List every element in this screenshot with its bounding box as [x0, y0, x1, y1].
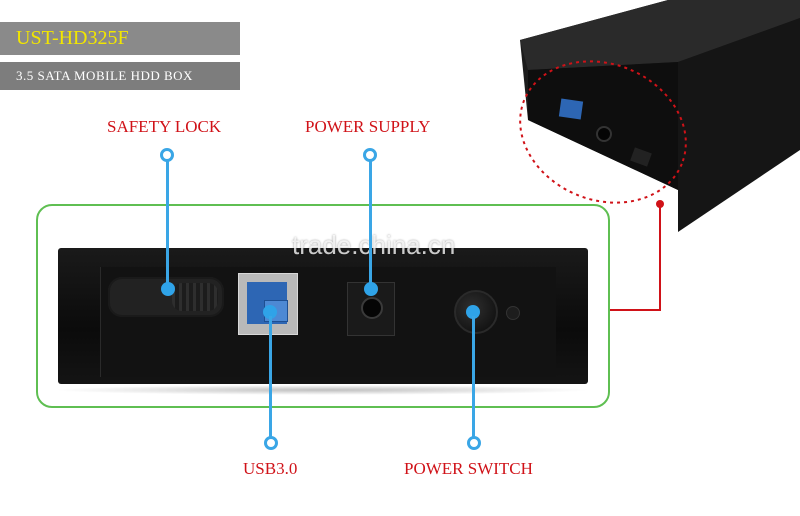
usb-port [238, 273, 298, 335]
device-shadow [52, 385, 592, 395]
safety-lock-ring [160, 148, 174, 162]
device-photo [519, 0, 800, 232]
usb-label: USB3.0 [243, 459, 298, 478]
usb-leader [269, 316, 272, 439]
power-switch-label: POWER SWITCH [404, 459, 533, 478]
watermark-text: trade.china.cn [292, 230, 456, 260]
safety-lock-dot [161, 282, 175, 296]
safety-lock-leader [166, 161, 169, 286]
power-supply-leader [369, 161, 372, 286]
model-title: UST-HD325F [0, 22, 240, 55]
product-description: 3.5 SATA MOBILE HDD BOX [0, 62, 240, 90]
power-supply-ring [363, 148, 377, 162]
led-indicator [506, 306, 520, 320]
lock-ridges [172, 283, 218, 311]
power-switch-leader [472, 316, 475, 439]
power-supply-label: POWER SUPPLY [305, 117, 431, 136]
safety-lock-label: SAFETY LOCK [107, 117, 222, 136]
usb-ring [264, 436, 278, 450]
power-jack-hole [361, 297, 383, 319]
power-switch-ring [467, 436, 481, 450]
usb-dot [263, 305, 277, 319]
power-switch-dot [466, 305, 480, 319]
power-supply-dot [364, 282, 378, 296]
